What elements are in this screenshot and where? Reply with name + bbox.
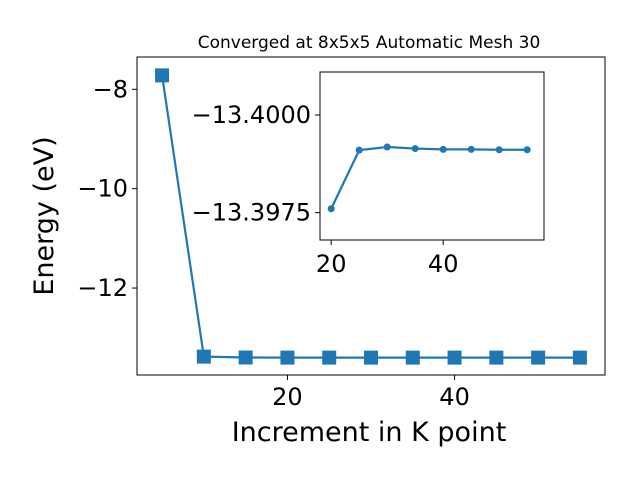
inset-data-point bbox=[355, 146, 363, 154]
x-axis-label: Increment in K point bbox=[232, 417, 507, 448]
main-data-point bbox=[447, 350, 462, 365]
main-frame bbox=[136, 56, 606, 376]
main-data-point bbox=[155, 68, 170, 83]
main-data-point bbox=[531, 350, 546, 365]
main-data-point bbox=[364, 350, 378, 365]
main-y-tick-label: −10 bbox=[77, 175, 128, 203]
main-data-point bbox=[572, 350, 587, 365]
main-y-tick-label: −8 bbox=[93, 75, 128, 103]
inset-frame bbox=[319, 71, 545, 241]
inset-x-tick-label: 40 bbox=[428, 250, 459, 278]
main-x-tick-label: 40 bbox=[439, 383, 470, 411]
main-data-point bbox=[322, 350, 337, 365]
main-data-point bbox=[489, 350, 504, 365]
y-axis-label: Energy (eV) bbox=[29, 136, 60, 295]
inset-plot: 20 40 −13.4000 −13.3975 bbox=[192, 71, 545, 278]
inset-y-tick-label: −13.4000 bbox=[192, 101, 311, 129]
inset-data-point bbox=[495, 146, 503, 154]
inset-data-point bbox=[383, 143, 391, 151]
inset-data-point bbox=[439, 145, 447, 153]
main-y-tick-label: −12 bbox=[77, 274, 128, 302]
inset-data-point bbox=[327, 205, 335, 213]
main-x-tick-label: 20 bbox=[272, 383, 303, 411]
inset-y-tick-label: −13.3975 bbox=[192, 199, 311, 227]
inset-data-point bbox=[523, 146, 531, 154]
main-data-point bbox=[196, 349, 211, 364]
inset-x-tick-label: 20 bbox=[316, 250, 347, 278]
inset-data-point bbox=[467, 145, 475, 153]
main-data-point bbox=[238, 350, 253, 365]
inset-series-line bbox=[330, 145, 528, 210]
chart-title: Converged at 8x5x5 Automatic Mesh 30 bbox=[198, 33, 541, 53]
main-data-point bbox=[405, 350, 420, 365]
main-plot: 20 40 −8 −10 −12 bbox=[77, 56, 606, 411]
main-data-point bbox=[280, 350, 295, 365]
inset-data-point bbox=[411, 145, 419, 153]
